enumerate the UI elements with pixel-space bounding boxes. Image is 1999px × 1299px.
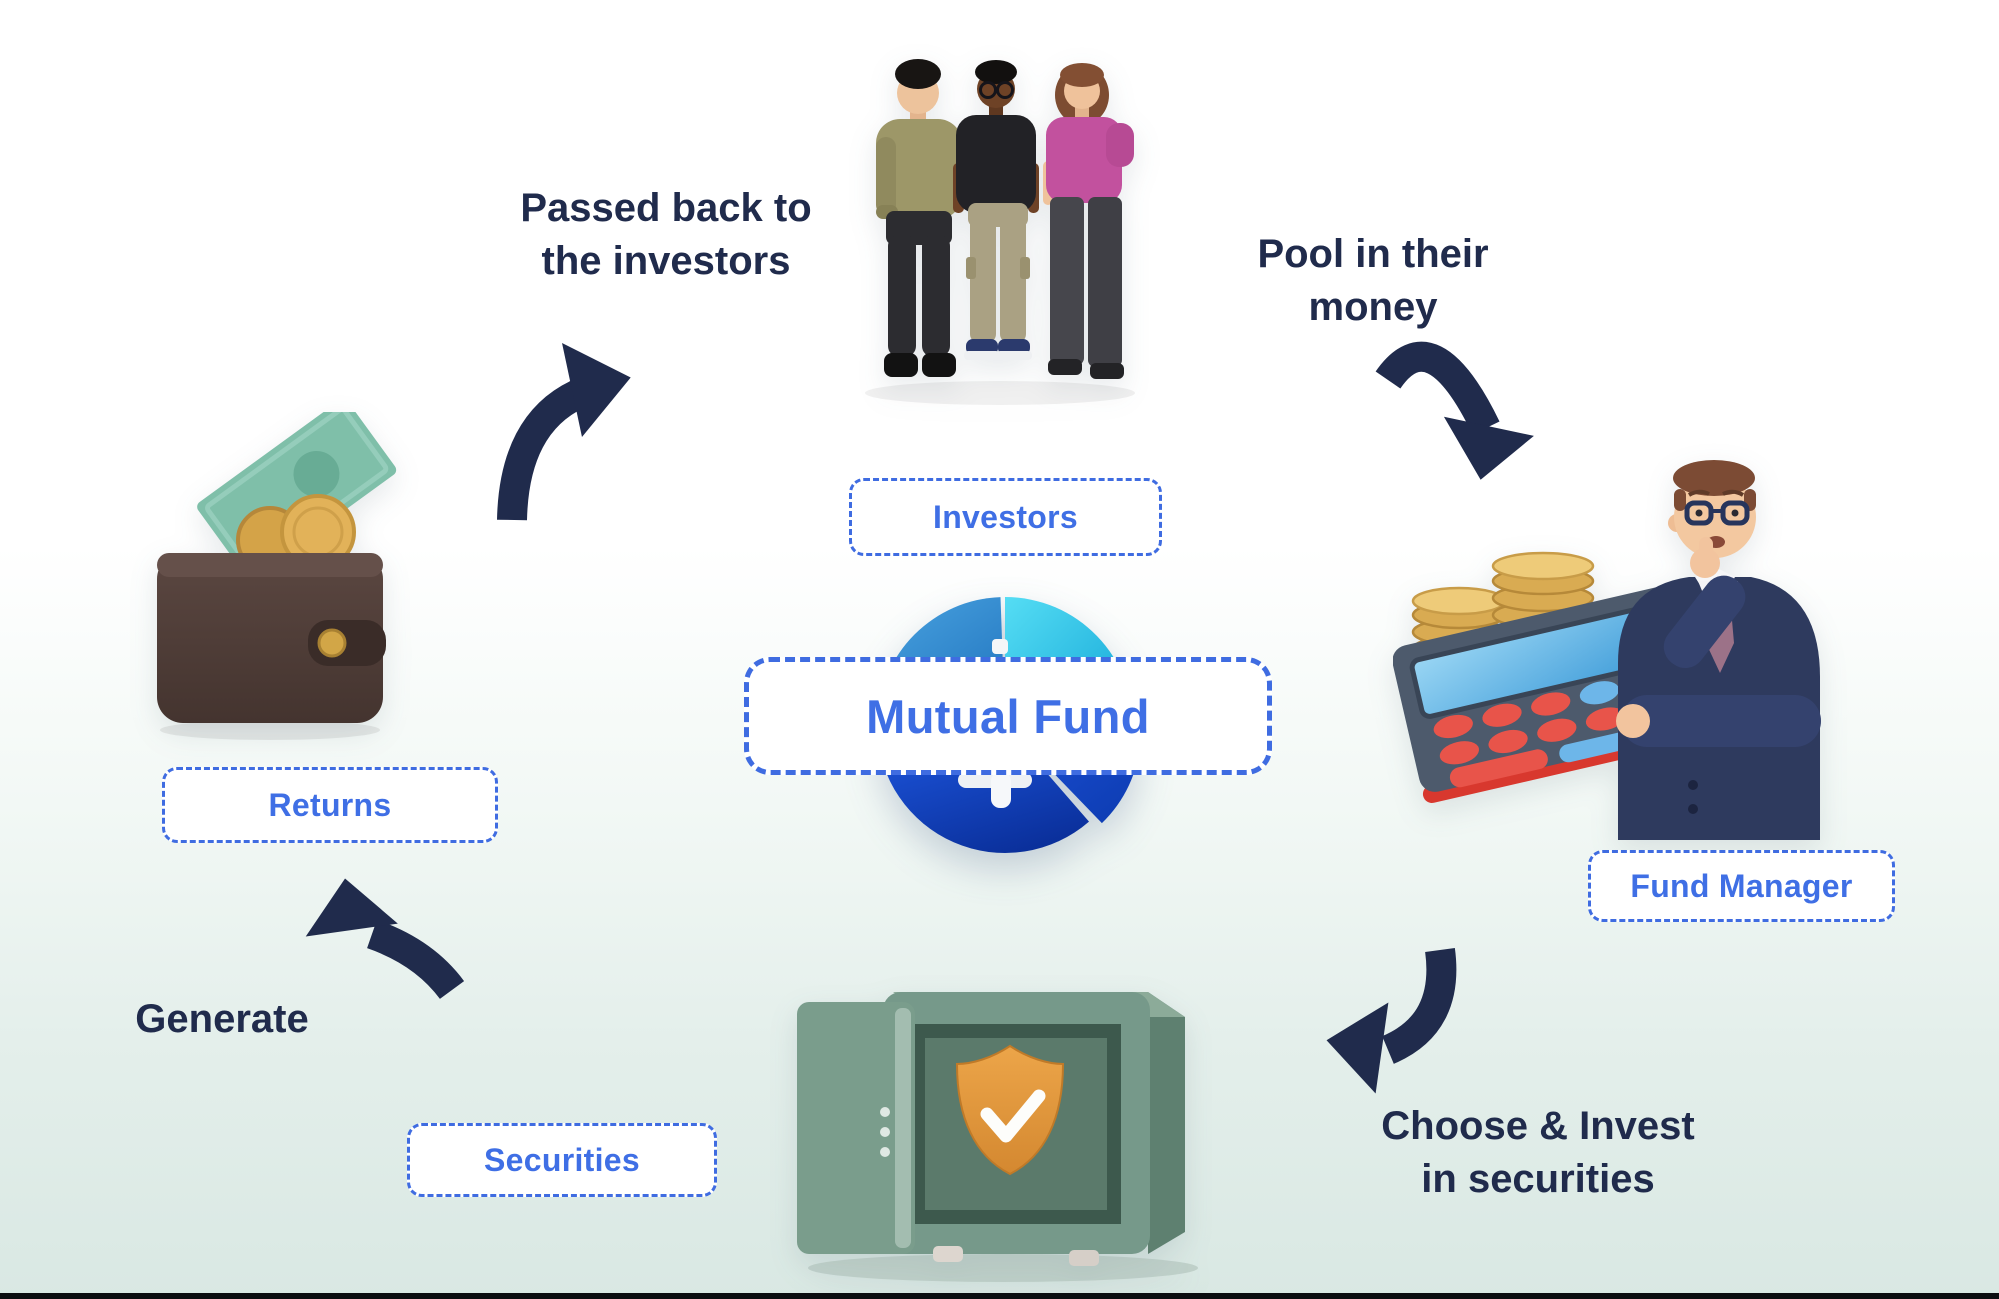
label-mutual-fund: Mutual Fund (744, 657, 1272, 775)
wallet-button (317, 628, 347, 658)
caption-line: in securities (1421, 1156, 1655, 1201)
investor-man-middle (953, 60, 1039, 360)
caption-generate: Generate (122, 993, 322, 1046)
bottom-edge-bar (0, 1293, 1999, 1299)
investor-woman-right (1043, 63, 1134, 379)
caption-passed-back: Passed back to the investors (436, 182, 896, 288)
crossed-arm (1621, 695, 1821, 747)
ground-shadow (865, 381, 1135, 405)
safe-door (797, 1002, 915, 1254)
pie-needle-stem (991, 772, 1011, 808)
caption-line: Pool in their (1257, 232, 1489, 276)
securities-safe-illustration (797, 992, 1198, 1282)
arrow-securities-to-returns (305, 878, 465, 1000)
caption-pool-money: Pool in their money (1173, 228, 1573, 334)
caption-line: the investors (541, 238, 791, 283)
arrow-fund-manager-to-securities (1326, 947, 1457, 1094)
caption-choose-invest: Choose & Invest in securities (1338, 1100, 1738, 1206)
fund-manager-man (1616, 460, 1821, 840)
caption-line: Choose & Invest (1381, 1104, 1695, 1148)
head (1674, 476, 1756, 558)
investors-illustration (865, 59, 1135, 405)
caption-line: Passed back to (520, 186, 812, 230)
fund-manager-illustration (1393, 460, 1821, 840)
glasses (1684, 500, 1750, 526)
shield-check (955, 1044, 1065, 1176)
label-securities: Securities (407, 1123, 717, 1197)
caption-line: money (1308, 284, 1438, 329)
label-returns: Returns (162, 767, 498, 843)
calculator-buttons (1433, 681, 1632, 788)
label-investors: Investors (849, 478, 1162, 556)
label-fund-manager-text: Fund Manager (1630, 867, 1853, 904)
label-mutual-fund-text: Mutual Fund (866, 689, 1150, 743)
hair (1673, 460, 1755, 496)
label-securities-text: Securities (484, 1141, 640, 1178)
pie-needle-top (992, 639, 1008, 654)
wallet-body (157, 553, 383, 723)
returns-wallet-illustration (157, 412, 397, 740)
label-fund-manager: Fund Manager (1588, 850, 1895, 922)
investor-man-left (876, 59, 962, 377)
arrow-returns-to-investors (497, 343, 631, 521)
checkmark-icon (980, 1089, 1046, 1143)
label-returns-text: Returns (268, 786, 392, 823)
caption-line: Generate (135, 997, 309, 1041)
label-investors-text: Investors (933, 498, 1078, 535)
